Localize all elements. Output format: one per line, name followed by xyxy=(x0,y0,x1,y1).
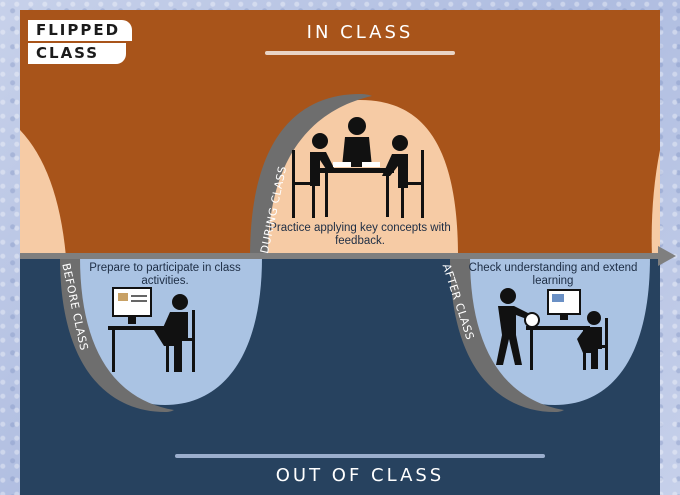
out-of-class-heading: OUT OF CLASS xyxy=(275,465,445,486)
during-caption: Practice applying key concepts with feed… xyxy=(269,222,451,247)
review-session-illustration xyxy=(496,288,608,370)
group-meeting-illustration xyxy=(292,117,424,218)
after-caption: Check understanding and extend learning xyxy=(468,262,638,287)
after-arc xyxy=(450,257,564,412)
timeline-arrow-shaft xyxy=(20,253,660,259)
in-class-heading: IN CLASS xyxy=(306,22,414,43)
before-arc xyxy=(60,257,174,412)
out-of-class-underline xyxy=(175,454,545,458)
home-study-illustration xyxy=(108,287,195,372)
timeline-arrow-head xyxy=(658,246,676,266)
logo-class: CLASS xyxy=(28,43,126,64)
in-class-underline xyxy=(265,51,455,55)
logo-flipped: FLIPPED xyxy=(28,20,132,41)
during-arc xyxy=(250,94,372,257)
left-edge-bubble xyxy=(20,130,66,257)
during-bubble xyxy=(258,100,458,257)
right-edge-bubble xyxy=(651,150,660,257)
before-caption: Prepare to participate in class activiti… xyxy=(89,262,241,287)
